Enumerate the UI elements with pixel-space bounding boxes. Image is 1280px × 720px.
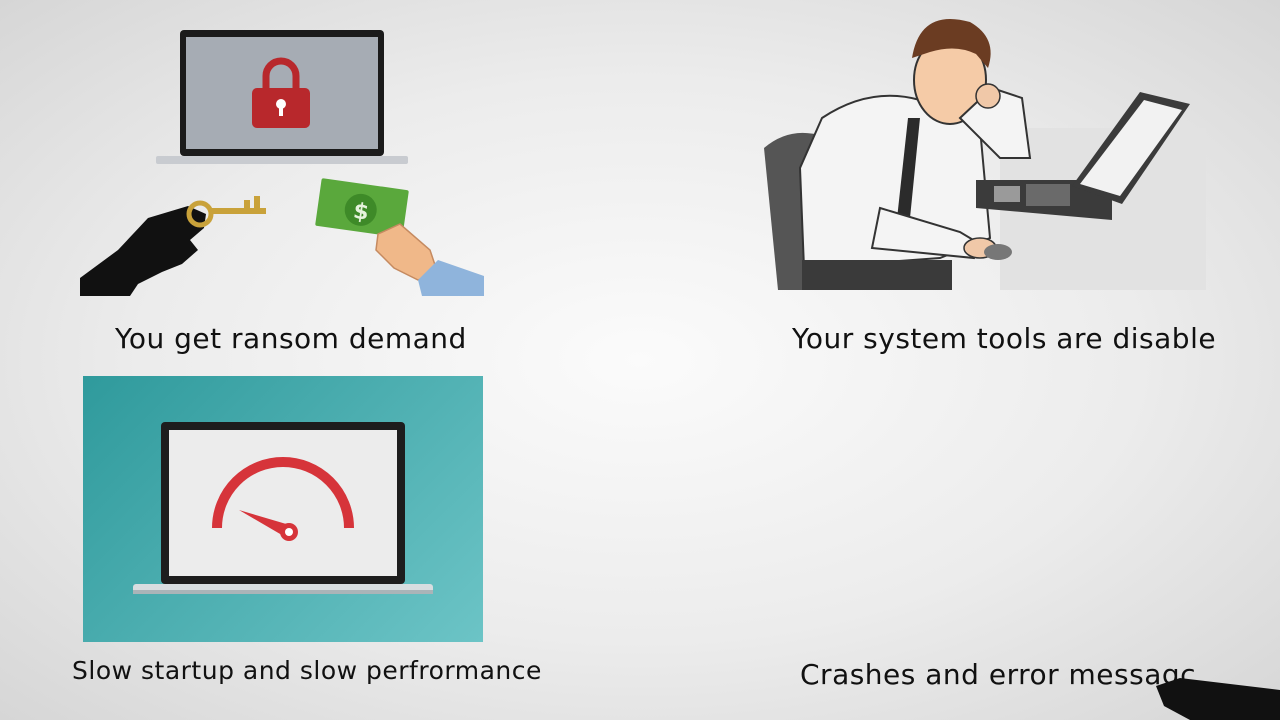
padlock-icon — [252, 57, 310, 128]
caption-ransom: You get ransom demand — [115, 322, 467, 355]
caption-slow: Slow startup and slow perfrormance — [72, 656, 542, 685]
svg-text:$: $ — [352, 199, 371, 226]
frustrated-man-illustration — [760, 8, 1206, 290]
hand-icon — [80, 206, 206, 296]
laptop-icon — [133, 422, 433, 594]
slow-performance-illustration — [83, 376, 483, 642]
marker-hand-icon — [1150, 676, 1280, 720]
hand-icon — [375, 223, 484, 296]
laptop-icon — [976, 92, 1190, 220]
caption-tools: Your system tools are disable — [792, 322, 1217, 355]
mouse-icon — [984, 244, 1012, 260]
speedometer-icon — [212, 457, 354, 541]
money-icon: $ — [315, 178, 409, 238]
key-icon — [186, 196, 266, 228]
ransom-illustration: $ — [78, 28, 488, 298]
caption-crashes: Crashes and error messagc — [800, 658, 1197, 691]
